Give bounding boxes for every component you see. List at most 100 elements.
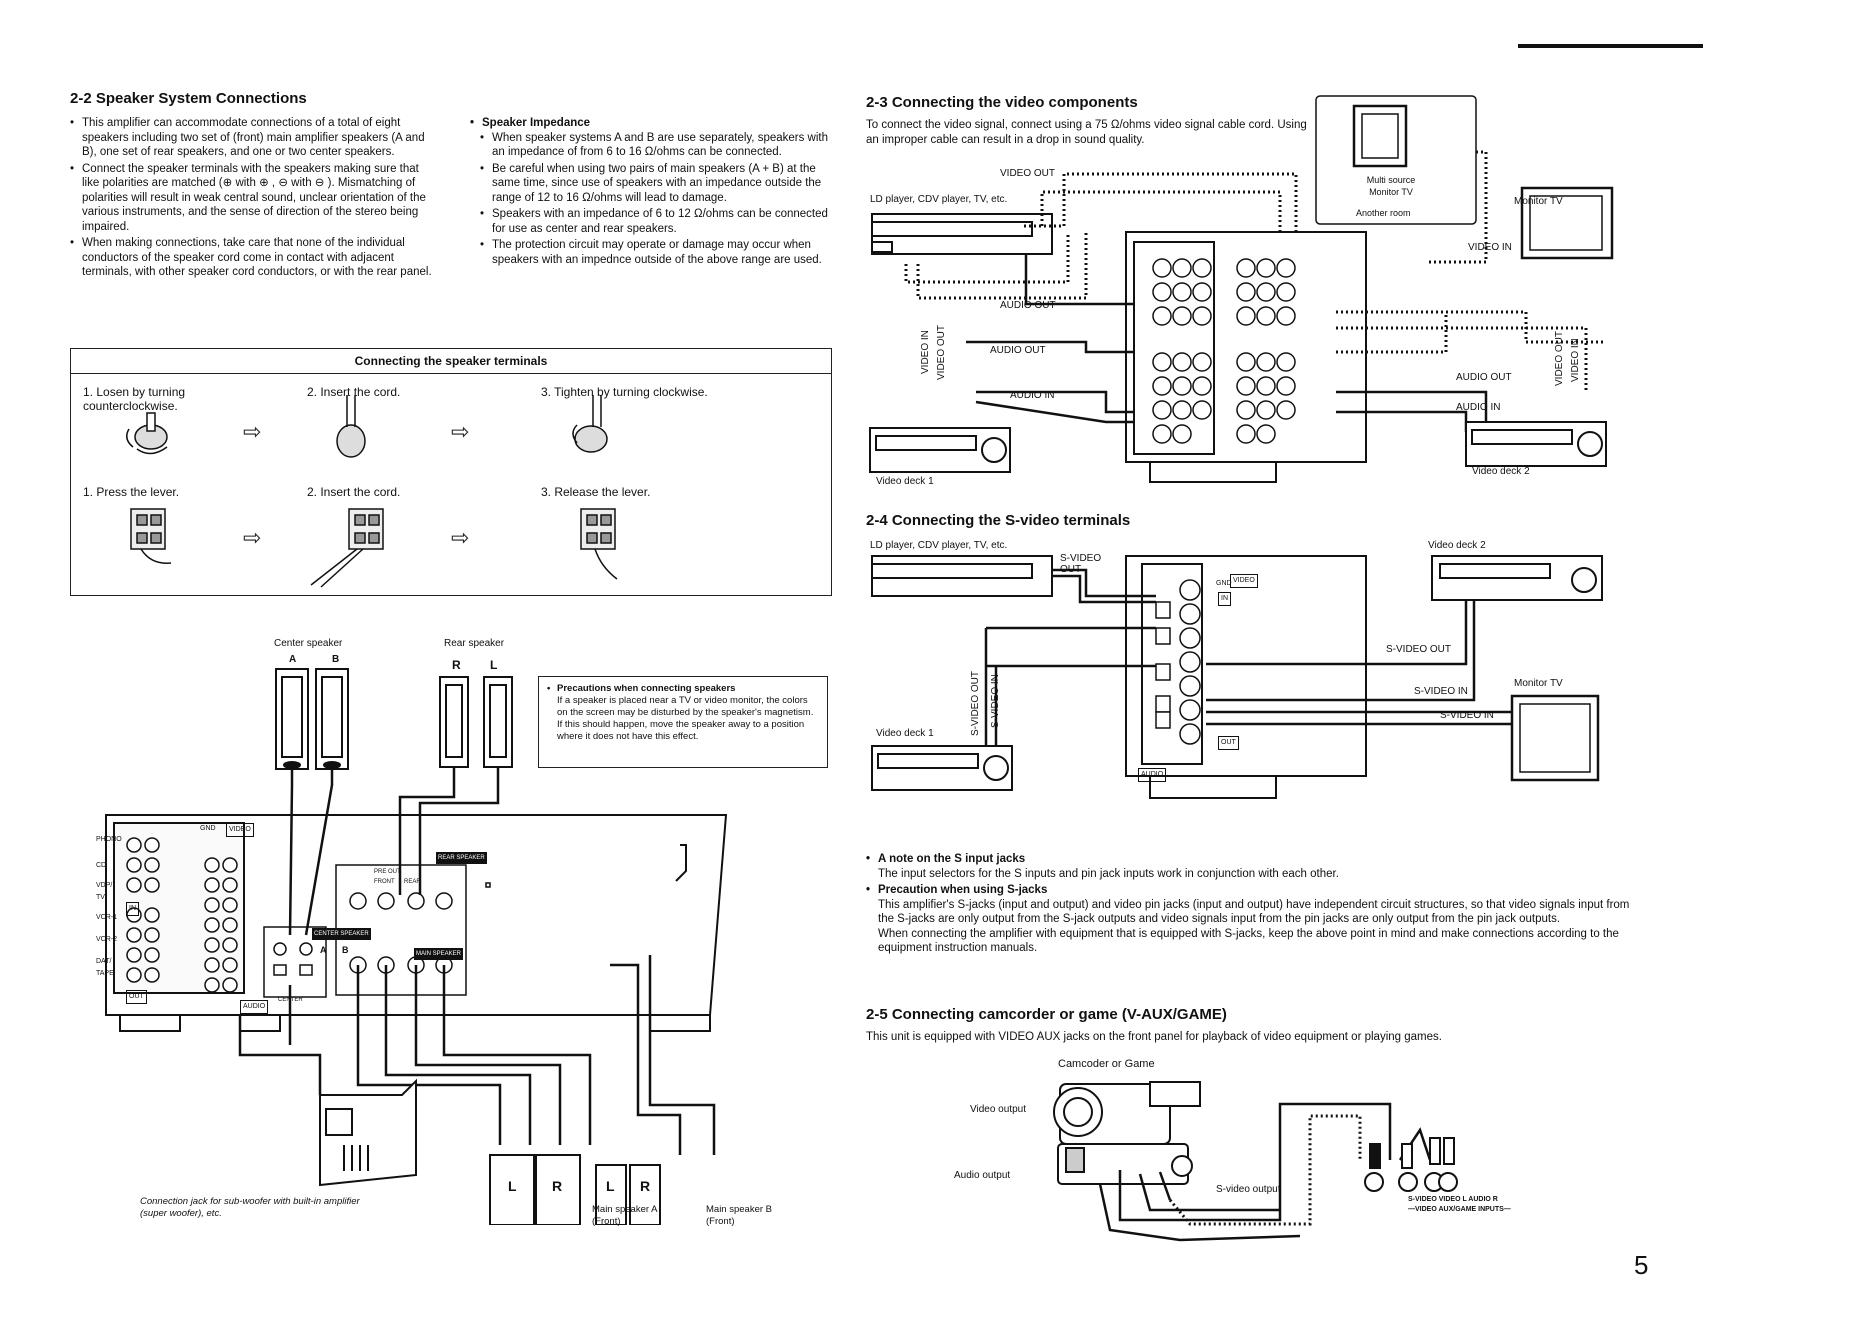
svideo-vert-out-label: S-VIDEO OUT xyxy=(970,670,981,736)
list-item: Speakers with an impedance of 6 to 12 Ω/… xyxy=(480,207,830,236)
video-intro: To connect the video signal, connect usi… xyxy=(866,119,1307,146)
center-a-label: A xyxy=(289,654,297,665)
step-press: 1. Press the lever. xyxy=(83,485,180,499)
list-item: When making connections, take care that … xyxy=(70,236,432,280)
arrow-right-icon: ⇨ xyxy=(243,525,262,550)
center-b-label: B xyxy=(332,654,340,665)
vert-video-in-label: VIDEO IN xyxy=(920,330,931,374)
panel-label-cd: CD xyxy=(96,862,107,869)
aux-input-jacks xyxy=(1364,1137,1458,1192)
main-a-l-label: L xyxy=(508,1178,517,1194)
video-connection-diagram xyxy=(869,95,1614,483)
svideo-video-deck-2 xyxy=(1431,555,1603,601)
terminals-box-title: Connecting the speaker terminals xyxy=(71,349,831,374)
svideo-panel-gnd: GND xyxy=(1216,580,1232,587)
panel-label-pre-out: PRE OUT xyxy=(374,869,401,875)
svideo-in-label-2: S-VIDEO IN xyxy=(1440,710,1494,721)
panel-label-vcr1: VCR-1 xyxy=(96,914,118,921)
svideo-connection-diagram xyxy=(871,555,1603,799)
rear-r-label: R xyxy=(452,658,461,672)
jack-grid xyxy=(126,837,238,993)
svideo-monitor-tv xyxy=(1510,694,1600,782)
arrow-right-icon: ⇨ xyxy=(451,525,470,550)
audio-out-right-label: AUDIO OUT xyxy=(1456,372,1512,383)
step-tighten: 3. Tighten by turning clockwise. xyxy=(541,385,708,399)
subwoofer-note: Connection jack for sub-woofer with buil… xyxy=(140,1196,360,1219)
rear-speaker-label: Rear speaker xyxy=(444,638,505,649)
section-heading-video: 2-3 Connecting the video components xyxy=(866,94,1138,111)
handle-icon xyxy=(675,844,687,882)
section-heading-camcorder: 2-5 Connecting camcorder or game (V-AUX/… xyxy=(866,1006,1227,1023)
panel-label-a: A xyxy=(320,945,327,955)
panel-label-dat: DAT/ TAPE xyxy=(96,958,114,977)
main-a-r-label: R xyxy=(552,1178,563,1194)
step-loosen: 1. Losen by turning counterclockwise. xyxy=(83,385,186,413)
video-deck-2 xyxy=(1465,421,1607,467)
svideo-panel-video: VIDEO xyxy=(1230,574,1258,588)
panel-label-b: B xyxy=(342,945,349,955)
panel-label-audio: AUDIO xyxy=(240,1000,269,1014)
audio-output-label: Audio output xyxy=(954,1170,1011,1181)
video-out-label: VIDEO OUT xyxy=(1000,168,1056,179)
svideo-ld-label: LD player, CDV player, TV, etc. xyxy=(870,540,1008,551)
precautions-box: •Precautions when connecting speakers If… xyxy=(538,676,828,768)
video-output-label: Video output xyxy=(970,1104,1026,1115)
panel-label-rear: REAR xyxy=(404,879,421,885)
panel-label-out: OUT xyxy=(126,990,147,1004)
svideo-deck1-label: Video deck 1 xyxy=(876,728,934,739)
note2-body-2: When connecting the amplifier with equip… xyxy=(878,927,1619,955)
note1-body: The input selectors for the S inputs and… xyxy=(878,867,1339,880)
center-speaker-b xyxy=(315,668,349,770)
main-speaker-b-caption: Main speaker B (Front) xyxy=(706,1204,773,1227)
section-heading-svideo: 2-4 Connecting the S-video terminals xyxy=(866,512,1131,529)
multi-source-label: Multi source Monitor TV xyxy=(1366,175,1416,197)
svideo-ld-player xyxy=(871,555,1053,597)
panel-label-gnd: GND xyxy=(200,825,216,832)
step-release: 3. Release the lever. xyxy=(541,485,651,499)
audio-in-label: AUDIO IN xyxy=(1010,390,1055,401)
step-insert-2: 2. Insert the cord. xyxy=(307,485,401,499)
monitor-tv-label: Monitor TV xyxy=(1514,196,1563,207)
speaker-terminals-box: Connecting the speaker terminals 1. Lose… xyxy=(70,348,832,596)
speaker-wires xyxy=(238,767,716,1155)
screw-terminal-icon xyxy=(126,412,168,455)
main-speaker-a xyxy=(489,1154,581,1225)
ld-player xyxy=(871,213,1053,255)
camcorder-label: Camcoder or Game xyxy=(1058,1058,1155,1070)
svideo-out-top-label: S-VIDEO OUT xyxy=(1060,553,1102,575)
list-item: When speaker systems A and B are use sep… xyxy=(480,131,830,160)
svideo-panel-audio: AUDIO xyxy=(1138,768,1167,782)
svideo-jacks xyxy=(1155,579,1201,745)
audio-cables xyxy=(966,254,1488,432)
svideo-vert-in-label: S-VIDEO IN xyxy=(990,674,1001,728)
page-number: 5 xyxy=(1634,1250,1649,1280)
precautions-title: •Precautions when connecting speakers xyxy=(547,683,736,694)
svideo-cables xyxy=(984,568,1526,756)
video-deck-1-label: Video deck 1 xyxy=(876,476,934,487)
section-heading-speaker-connections: 2-2 Speaker System Connections xyxy=(70,90,307,107)
panel-label-vcr2: VCR-2 xyxy=(96,936,118,943)
list-item: This amplifier can accommodate connectio… xyxy=(70,116,432,160)
rear-speaker-r xyxy=(439,676,469,768)
impedance-title: •Speaker Impedance xyxy=(470,117,591,129)
list-item: The protection circuit may operate or da… xyxy=(480,238,830,267)
vert-video-out-label: VIDEO OUT xyxy=(936,324,947,380)
main-b-l-label: L xyxy=(606,1178,615,1194)
panel-label-center-speaker: CENTER SPEAKER xyxy=(312,928,371,940)
arrow-right-icon: ⇨ xyxy=(243,419,262,444)
video-dotted-cables xyxy=(904,150,1606,392)
another-room-label: Another room xyxy=(1356,208,1411,218)
ld-player-label: LD player, CDV player, TV, etc. xyxy=(870,194,1008,205)
note1-title: •A note on the S input jacks xyxy=(866,853,1026,865)
note2-body: This amplifier's S-jacks (input and outp… xyxy=(878,898,1630,926)
rear-speaker-l xyxy=(483,676,513,768)
svideo-out-label: S-VIDEO OUT xyxy=(1386,644,1452,655)
audio-out-label: AUDIO OUT xyxy=(1000,300,1056,311)
svideo-deck2-label: Video deck 2 xyxy=(1428,540,1486,551)
monitor-tv xyxy=(1520,186,1614,260)
audio-in-right-label: AUDIO IN xyxy=(1456,402,1501,413)
panel-label-vdp: VDP/ TV xyxy=(96,882,113,901)
lever-terminal-icon xyxy=(310,508,384,588)
svideo-panel-out: OUT xyxy=(1218,736,1239,750)
speaker-connection-diagram xyxy=(105,668,728,1225)
